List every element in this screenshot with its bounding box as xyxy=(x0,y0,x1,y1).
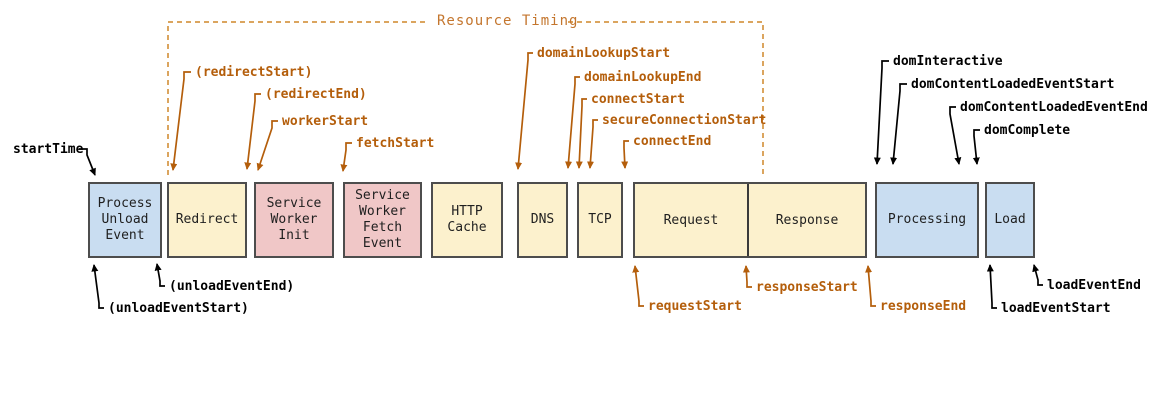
label-domContentLoadedEventStart: domContentLoadedEventStart xyxy=(911,77,1115,92)
box-request: Request xyxy=(635,184,747,256)
arrow-requestStart xyxy=(632,265,644,307)
arrow-unloadEventEnd xyxy=(154,263,165,287)
label-unloadEventStart: (unloadEventStart) xyxy=(108,301,249,316)
arrow-unloadEventStart xyxy=(91,264,104,309)
label-responseEnd: responseEnd xyxy=(880,299,967,314)
box-label: HTTP Cache xyxy=(447,204,487,235)
label-domainLookupStart: domainLookupStart xyxy=(537,46,671,61)
arrow-connectStart xyxy=(575,98,587,169)
arrow-domContentLoadedEventStart xyxy=(890,83,907,165)
arrow-loadEventStart xyxy=(986,264,997,309)
box-label: Service Worker Fetch Event xyxy=(355,188,410,251)
label-loadEventStart: loadEventStart xyxy=(1001,301,1111,316)
label-responseStart: responseStart xyxy=(756,280,858,295)
label-fetchStart: fetchStart xyxy=(356,136,435,151)
label-redirectEnd: (redirectEnd) xyxy=(265,87,367,102)
arrow-domainLookupStart xyxy=(515,52,533,170)
box-processing: Processing xyxy=(875,182,979,258)
arrow-secureConnectionStart xyxy=(586,119,598,169)
arrow-workerStart xyxy=(256,120,278,171)
box-service-worker-fetch-event: Service Worker Fetch Event xyxy=(343,182,422,258)
arrow-responseStart xyxy=(742,265,752,288)
request-response-divider xyxy=(747,184,749,256)
arrow-loadEventEnd xyxy=(1032,264,1043,286)
label-domComplete: domComplete xyxy=(984,123,1071,138)
box-request-response: Request Response xyxy=(633,182,867,258)
label-unloadEventEnd: (unloadEventEnd) xyxy=(169,279,295,294)
arrow-domContentLoadedEventEnd xyxy=(949,106,962,165)
box-redirect: Redirect xyxy=(167,182,247,258)
resource-timing-title: Resource Timing xyxy=(437,13,579,29)
box-label: Response xyxy=(775,212,839,228)
arrow-domInteractive xyxy=(873,60,889,165)
label-domInteractive: domInteractive xyxy=(893,54,1003,69)
box-label: TCP xyxy=(588,212,612,227)
arrow-redirectStart xyxy=(170,71,191,171)
box-label: DNS xyxy=(530,212,555,227)
label-redirectStart: (redirectStart) xyxy=(195,65,313,80)
arrow-domainLookupEnd xyxy=(565,76,580,169)
label-domContentLoadedEventEnd: domContentLoadedEventEnd xyxy=(960,100,1148,115)
box-tcp: TCP xyxy=(577,182,623,258)
box-http-cache: HTTP Cache xyxy=(431,182,503,258)
box-label: Request xyxy=(663,212,719,228)
label-requestStart: requestStart xyxy=(648,299,742,314)
box-dns: DNS xyxy=(517,182,568,258)
box-process-unload-event: Process Unload Event xyxy=(88,182,162,258)
label-loadEventEnd: loadEventEnd xyxy=(1047,278,1141,293)
arrow-responseEnd xyxy=(865,265,876,307)
label-secureConnectionStart: secureConnectionStart xyxy=(602,113,767,128)
arrow-redirectEnd xyxy=(244,93,261,170)
arrow-domComplete xyxy=(972,129,980,165)
box-label: Processing xyxy=(887,212,967,227)
box-label: Redirect xyxy=(175,212,239,227)
label-connectStart: connectStart xyxy=(591,92,685,107)
label-connectEnd: connectEnd xyxy=(633,134,712,149)
box-load: Load xyxy=(985,182,1035,258)
box-label: Service Worker Init xyxy=(266,196,322,243)
box-response: Response xyxy=(749,184,865,256)
box-label: Load xyxy=(994,212,1026,227)
box-label: Process Unload Event xyxy=(97,196,153,243)
label-domainLookupEnd: domainLookupEnd xyxy=(584,70,702,85)
label-workerStart: workerStart xyxy=(282,114,369,129)
arrow-fetchStart xyxy=(340,142,352,172)
box-service-worker-init: Service Worker Init xyxy=(254,182,334,258)
arrow-connectEnd xyxy=(621,140,629,169)
label-startTime: startTime xyxy=(13,142,84,157)
